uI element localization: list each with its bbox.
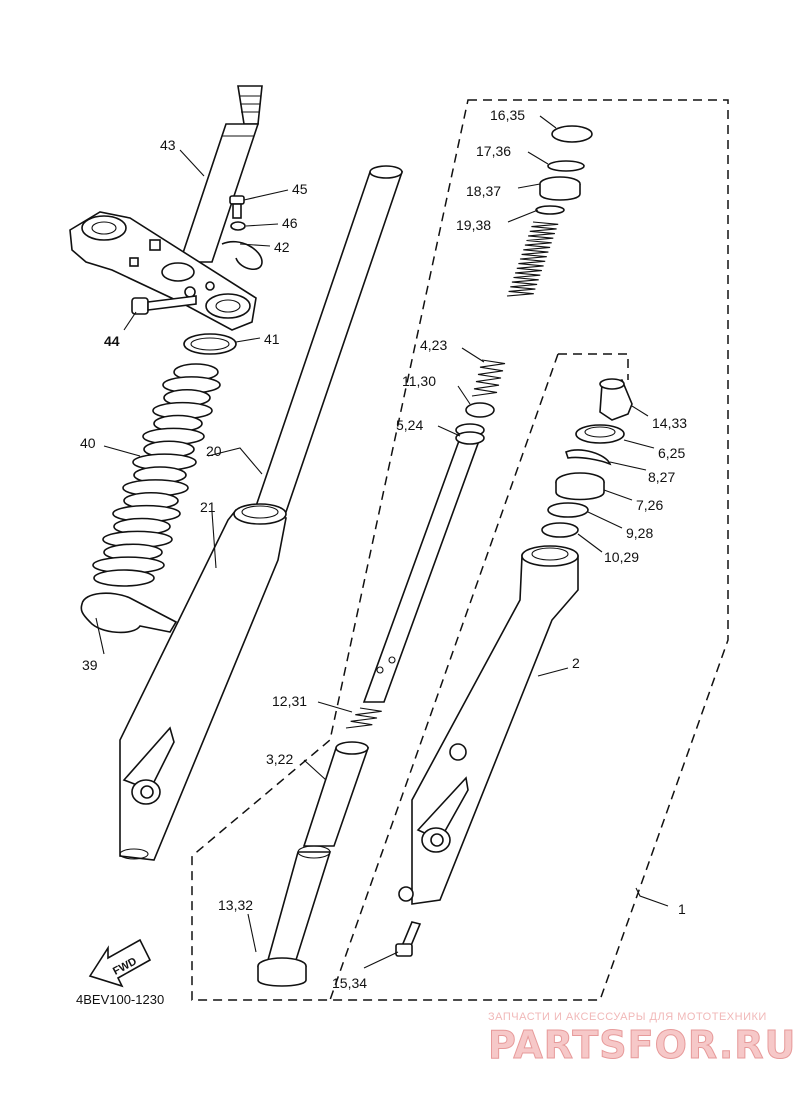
diagram-code: 4BEV100-1230 (76, 992, 164, 1007)
label-10-29: 10,29 (604, 549, 639, 565)
label-16-35: 16,35 (490, 107, 525, 123)
spring-coil (506, 221, 559, 297)
outer-tube-right (398, 545, 579, 905)
label-42: 42 (274, 239, 290, 255)
rebound-spring-12-31 (345, 707, 382, 729)
label-20: 20 (206, 443, 222, 459)
label-2: 2 (572, 655, 580, 671)
label-6-25: 6,25 (658, 445, 685, 461)
label-5-24: 5,24 (396, 417, 423, 433)
label-21: 21 (200, 499, 216, 515)
fork-spring (506, 221, 559, 297)
steering-stem (178, 85, 263, 263)
fork-boot (92, 363, 221, 587)
label-1: 1 (678, 901, 686, 917)
washer-9-28 (547, 502, 589, 518)
label-45: 45 (292, 181, 308, 197)
label-46: 46 (282, 215, 298, 231)
o-ring-19-38 (535, 205, 565, 215)
label-9-28: 9,28 (626, 525, 653, 541)
spring-4-23 (471, 359, 506, 397)
inner-boundary (329, 353, 629, 1001)
label-3-22: 3,22 (266, 751, 293, 767)
lower-tube-13-32 (257, 845, 332, 987)
band-41 (183, 333, 237, 355)
label-12-31: 12,31 (272, 693, 307, 709)
label-19-38: 19,38 (456, 217, 491, 233)
outer-tube-left (119, 503, 287, 861)
under-bracket (69, 211, 257, 331)
damper-piece-3-22 (302, 741, 370, 847)
dust-seal-6-25 (575, 424, 625, 444)
fwd-arrow: FWD (88, 938, 152, 988)
watermark-brand: PARTSFOR.RU (488, 1023, 796, 1067)
clip-8-27 (565, 449, 612, 466)
cap-16-35 (551, 125, 593, 143)
boot-band-39 (80, 592, 178, 634)
bushing-10-29 (541, 522, 579, 538)
label-17-36: 17,36 (476, 143, 511, 159)
cap-bolt-18-37 (539, 176, 581, 201)
bolt-45 (229, 195, 245, 219)
label-44: 44 (104, 333, 120, 349)
drain-bolt-15-34 (395, 921, 422, 957)
label-14-33: 14,33 (652, 415, 687, 431)
bolt-44 (131, 295, 197, 315)
label-43: 43 (160, 137, 176, 153)
oil-seal-7-26 (555, 472, 605, 501)
label-40: 40 (80, 435, 96, 451)
label-4-23: 4,23 (420, 337, 447, 353)
label-41: 41 (264, 331, 280, 347)
label-18-37: 18,37 (466, 183, 501, 199)
watermark-tagline: ЗАПЧАСТИ И АКСЕССУАРЫ ДЛЯ МОТОТЕХНИКИ (488, 1011, 767, 1023)
label-11-30: 11,30 (402, 373, 436, 389)
collar-11-30 (465, 402, 495, 418)
leader-lines (95, 115, 669, 969)
label-7-26: 7,26 (636, 497, 663, 513)
spring-coil (345, 707, 382, 729)
boot-fold (93, 569, 155, 587)
damper-rod-5-24 (362, 423, 485, 703)
label-15-34: 15,34 (332, 975, 367, 991)
clip-42 (221, 240, 263, 270)
clip-17-36 (547, 160, 585, 172)
label-13-32: 13,32 (218, 897, 253, 913)
spring-coil (471, 359, 506, 397)
washer-46 (230, 221, 246, 231)
label-39: 39 (82, 657, 98, 673)
oil-lock-14-33 (599, 378, 633, 421)
assembly-boundary (191, 99, 729, 1001)
label-8-27: 8,27 (648, 469, 675, 485)
